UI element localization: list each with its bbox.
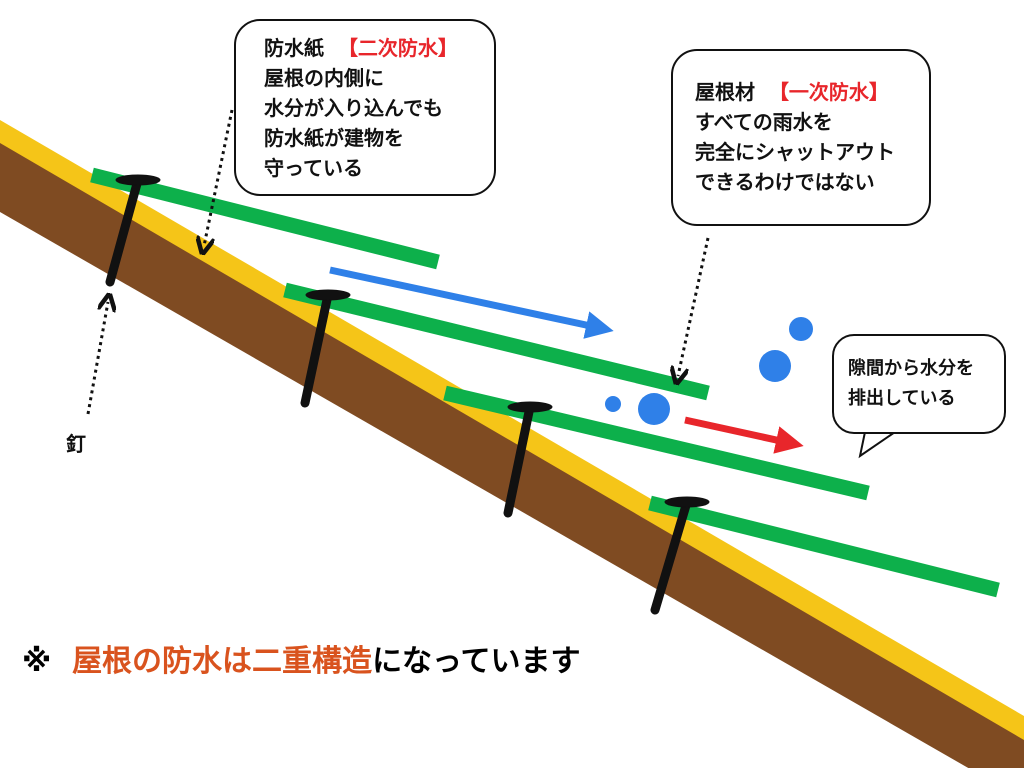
nails	[105, 174, 710, 615]
bubble-line: できるわけではない	[695, 170, 875, 194]
bubble-line: すべての雨水を	[695, 110, 833, 134]
drain-arrow	[684, 416, 804, 454]
bubble-line: 隙間から水分を	[848, 358, 974, 379]
nail-label: 釘	[66, 432, 86, 456]
bubble-tag: 【一次防水】	[768, 80, 889, 104]
bubble-line: 防水紙が建物を	[264, 126, 404, 150]
drain-bubble: 隙間から水分を 排出している	[832, 334, 1006, 434]
pointer-lines	[86, 109, 710, 415]
bubble-line: 水分が入り込んでも	[264, 96, 443, 120]
caption-mark: ※	[22, 644, 52, 679]
substrate-board	[0, 140, 1024, 768]
bubble-line: 完全にシャットアウト	[695, 140, 895, 164]
bubble-line: 守っている	[264, 156, 363, 180]
bubble-title: 屋根材	[695, 80, 755, 104]
water-flow-arrow	[329, 266, 614, 339]
bubble-title: 防水紙	[264, 36, 324, 60]
underlayment	[0, 120, 1024, 740]
bubble-line: 排出している	[848, 388, 956, 409]
secondary-waterproof-bubble: 防水紙 【二次防水】 屋根の内側に 水分が入り込んでも 防水紙が建物を 守ってい…	[234, 19, 496, 196]
water-drops	[605, 317, 813, 425]
primary-waterproof-bubble: 屋根材 【一次防水】 すべての雨水を 完全にシャットアウト できるわけではない	[671, 49, 931, 226]
caption: ※ 屋根の防水は二重構造になっています	[22, 636, 581, 680]
drain-bubble-tail	[858, 431, 896, 459]
caption-highlight: 屋根の防水は二重構造	[72, 644, 373, 679]
bubble-line: 屋根の内側に	[264, 66, 384, 90]
bubble-tag: 【二次防水】	[337, 36, 458, 60]
caption-rest: になっています	[372, 644, 581, 679]
